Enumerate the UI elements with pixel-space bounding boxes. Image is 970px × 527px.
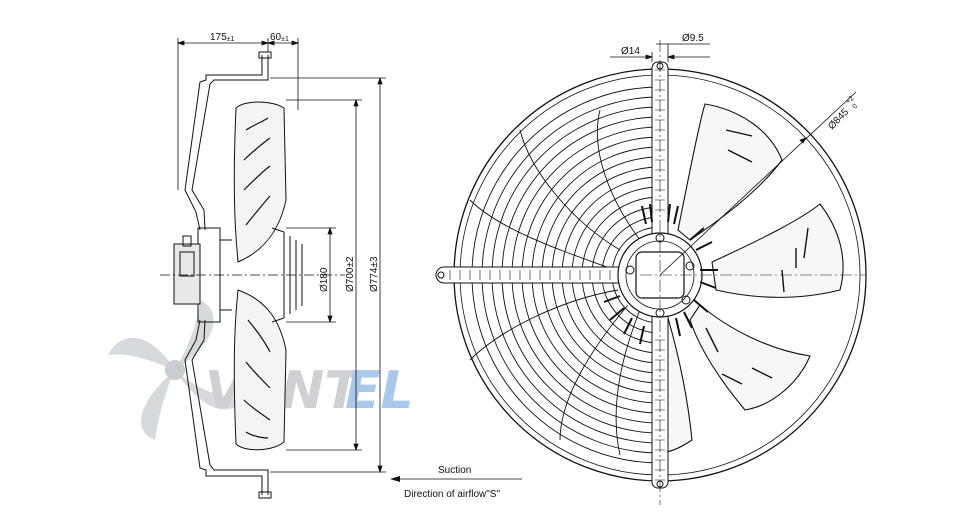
front-blade-slots: [705, 129, 809, 385]
dim-width-60: 60±1: [270, 32, 289, 43]
front-blade-1: [677, 103, 783, 241]
watermark-brand-el: EL: [345, 361, 414, 421]
lower-blade: [233, 289, 287, 451]
front-dimensions: [610, 43, 857, 276]
dim-hub-180: Ø180: [319, 267, 330, 292]
dim-bolt-14: Ø14: [621, 46, 640, 57]
mount-hole-left: [437, 271, 445, 279]
watermark-fan-logo: [108, 300, 245, 440]
svg-text:Ø845: Ø845: [826, 107, 851, 133]
side-view: [160, 51, 345, 499]
dim-hole-9-5: Ø9.5: [682, 33, 704, 44]
horizontal-strut: [435, 266, 627, 284]
front-view: [435, 40, 867, 505]
front-blades: [663, 103, 844, 453]
svg-text:0: 0: [851, 103, 859, 111]
side-top-frame: [184, 55, 263, 231]
front-blade-2: [711, 203, 844, 299]
airflow-direction-label: Direction of airflow"S": [404, 489, 500, 500]
dim-rotor-700: Ø700±2: [345, 256, 356, 292]
airflow-suction-label: Suction: [438, 465, 471, 476]
front-blade-3: [689, 304, 811, 411]
airflow-arrow-icon: [390, 476, 400, 482]
dim-ring-845: Ø845 +2 0: [826, 95, 859, 133]
svg-text:+2: +2: [845, 95, 856, 106]
upper-blade: [233, 101, 287, 263]
side-dimensions: [176, 38, 386, 474]
blade-slots: [243, 117, 271, 439]
side-bottom-frame: [184, 319, 263, 495]
dim-width-175: 175±1: [210, 32, 235, 43]
horizontal-strut-ticks: [449, 270, 611, 280]
dim-frame-774: Ø774±3: [369, 256, 380, 292]
terminal-box: [173, 243, 201, 305]
airflow-note: Suction Direction of airflow"S": [390, 465, 522, 500]
hub-fins: [603, 203, 718, 345]
